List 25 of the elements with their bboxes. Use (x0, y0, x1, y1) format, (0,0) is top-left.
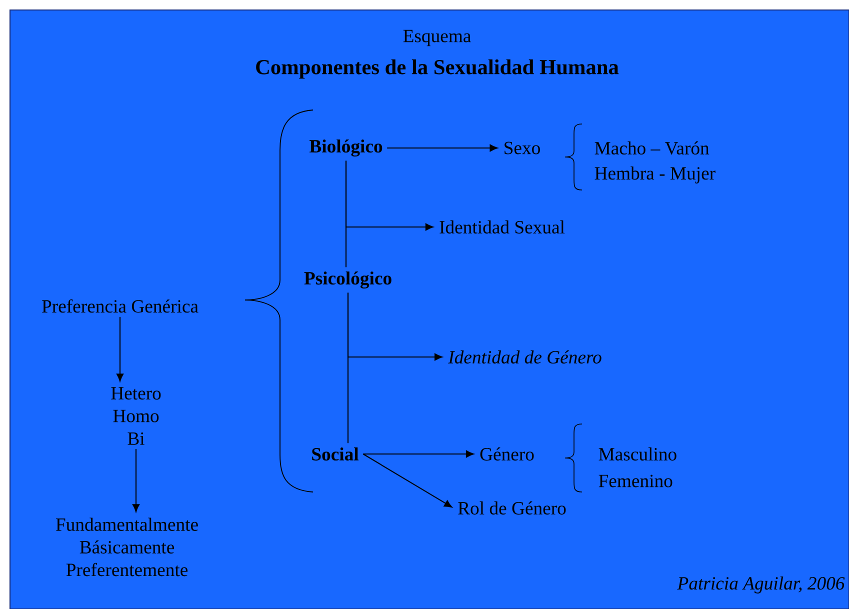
node-text: Psicológico (304, 271, 392, 289)
arrow (363, 450, 474, 458)
branch-text: Hembra - Mujer (594, 166, 716, 184)
branch-text: Masculino (598, 447, 676, 461)
node-text: Fundamentalmente Básicamente Preferentemente (56, 518, 198, 576)
arrow (347, 292, 442, 361)
arrow (132, 449, 140, 512)
title: Esquema (403, 30, 471, 46)
node-text: Hetero Homo Bi (111, 387, 161, 445)
arrow (116, 316, 124, 382)
node-text: Identidad de Género (448, 350, 602, 364)
heading: Componentes de la Sexualidad Humana (256, 59, 619, 79)
node-text: Género (480, 447, 534, 461)
node-text: Biológico (310, 139, 382, 157)
node-text: Identidad Sexual (440, 220, 565, 234)
node-text: Preferencia Genérica (42, 299, 198, 313)
arrow (345, 160, 434, 231)
node-text: Rol de Género (458, 501, 566, 515)
arrow (387, 144, 498, 152)
node-text: Social (312, 447, 359, 461)
branch-text: Macho – Varón (594, 141, 710, 155)
arrow (362, 454, 452, 508)
author-credit: Patricia Aguilar, 2006 (677, 576, 845, 594)
branch-text: Femenino (598, 474, 672, 488)
node-text: Sexo (504, 142, 540, 154)
